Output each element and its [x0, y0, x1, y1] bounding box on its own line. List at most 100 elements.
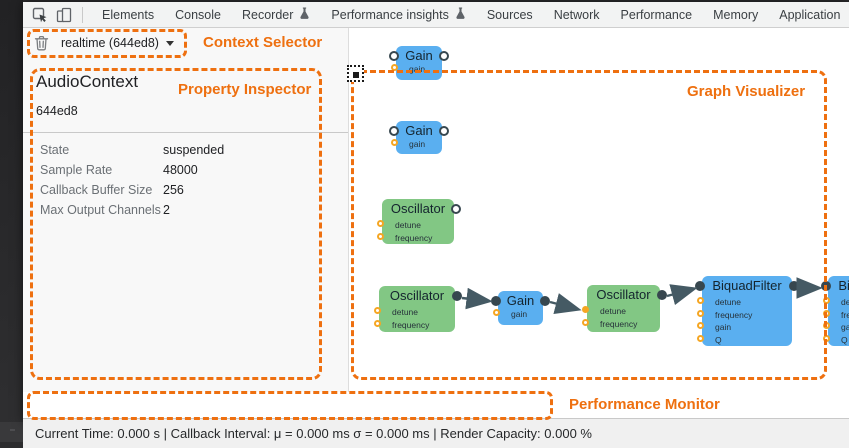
- node-param-row: frequency: [823, 309, 849, 322]
- output-port-icon: [789, 281, 799, 291]
- param-port-icon: [697, 297, 704, 304]
- output-port-icon: [439, 51, 449, 61]
- param-port-icon: [697, 334, 704, 342]
- node-param-row: gain: [391, 63, 442, 76]
- node-param-row: frequency: [377, 232, 454, 245]
- param-port-icon: [823, 334, 830, 342]
- param-port-icon: [582, 318, 589, 326]
- param-port-icon: [377, 232, 384, 240]
- node-param-row: gain: [823, 321, 849, 334]
- output-port-icon: [657, 290, 667, 300]
- tab-label: Sources: [486, 7, 533, 22]
- annotation-label-property-inspector: Property Inspector: [178, 81, 312, 98]
- property-inspector-pane: realtime (644ed8) AudioContext 644ed8 St…: [23, 28, 349, 392]
- tab-sources[interactable]: Sources: [487, 8, 533, 22]
- param-port-icon: [823, 309, 830, 317]
- output-port-icon: [452, 291, 462, 301]
- tab-performance[interactable]: Performance: [621, 8, 693, 22]
- property-value: 256: [163, 183, 184, 197]
- node-param-row: detune: [377, 219, 454, 232]
- param-name: gain: [511, 309, 528, 319]
- node-param-row: frequency: [374, 319, 455, 332]
- tab-console[interactable]: Console: [175, 8, 221, 22]
- property-row: Callback Buffer Size 256: [40, 180, 342, 200]
- node-title: BiquadFilter: [838, 278, 849, 293]
- tab-recorder[interactable]: Recorder: [242, 7, 310, 22]
- param-name: detune: [715, 297, 741, 307]
- tab-elements[interactable]: Elements: [102, 8, 154, 22]
- input-port-icon: [389, 51, 399, 61]
- devtools-tab-bar: Elements Console Recorder Performance insig…: [23, 2, 849, 28]
- node-param-row: frequency: [697, 309, 792, 322]
- node-param-row: detune: [374, 306, 455, 319]
- node-param-row: frequency: [582, 318, 660, 331]
- node-param-row: gain: [697, 321, 792, 334]
- param-name: frequency: [600, 318, 638, 329]
- input-port-icon: [695, 281, 705, 291]
- param-name: gain: [715, 322, 732, 332]
- inspector-divider: [23, 132, 348, 133]
- property-value: 2: [163, 203, 170, 217]
- tab-label: Performance: [620, 7, 693, 22]
- audiocontext-title: AudioContext: [36, 72, 139, 91]
- input-port-icon: [389, 126, 399, 136]
- panel-tabs: Elements Console Recorder Performance insig…: [91, 7, 840, 22]
- graph-edge: [461, 287, 493, 310]
- node-param-row: gain: [391, 138, 442, 151]
- param-port-icon: [377, 220, 384, 227]
- param-name: detune: [395, 220, 421, 230]
- node-param-row: detune: [582, 305, 660, 318]
- inspect-element-icon[interactable]: [31, 6, 48, 23]
- tab-label: Network: [553, 7, 600, 22]
- node-title: Oscillator: [389, 288, 445, 303]
- node-title: Gain: [506, 293, 535, 308]
- param-name: gain: [409, 139, 426, 149]
- property-value: suspended: [163, 143, 225, 157]
- param-name: frequency: [841, 309, 849, 320]
- tab-label: Recorder: [241, 7, 294, 22]
- tab-performance-insights[interactable]: Performance insights: [331, 7, 465, 22]
- param-name: detune: [841, 297, 849, 307]
- param-name: Q: [841, 334, 848, 345]
- param-port-icon: [391, 64, 398, 71]
- tab-label: Console: [175, 7, 221, 22]
- performance-stats-text: Current Time: 0.000 s | Callback Interva…: [35, 426, 592, 441]
- tab-application[interactable]: Application: [779, 8, 840, 22]
- toolbar-divider: [82, 6, 83, 23]
- input-port-icon: [821, 281, 831, 291]
- param-port-icon: [823, 322, 830, 329]
- tab-label: Performance insights: [331, 7, 449, 22]
- tab-memory[interactable]: Memory: [713, 8, 758, 22]
- node-title: Gain: [405, 123, 433, 138]
- node-title: Oscillator: [596, 287, 651, 302]
- device-toolbar-icon[interactable]: [55, 6, 72, 23]
- param-name: frequency: [392, 319, 430, 330]
- devtools-window: Elements Console Recorder Performance insig…: [23, 2, 849, 448]
- param-port-icon: [374, 319, 381, 327]
- param-name: gain: [409, 64, 426, 74]
- performance-monitor-bar: Current Time: 0.000 s | Callback Interva…: [23, 418, 849, 448]
- annotation-label-performance-monitor: Performance Monitor: [569, 396, 720, 413]
- annotation-label-graph-visualizer: Graph Visualizer: [687, 83, 806, 100]
- context-toolbar: realtime (644ed8): [23, 28, 348, 58]
- param-port-icon: [582, 306, 589, 313]
- output-port-icon: [439, 126, 449, 136]
- trash-icon[interactable]: [32, 34, 50, 52]
- property-label: Sample Rate: [40, 163, 113, 177]
- property-label: Max Output Channels: [40, 203, 161, 217]
- context-selector-dropdown[interactable]: realtime (644ed8): [61, 36, 174, 50]
- property-label: Callback Buffer Size: [40, 183, 153, 197]
- tab-label: Application: [779, 7, 841, 22]
- param-port-icon: [493, 309, 500, 316]
- tab-network[interactable]: Network: [554, 8, 600, 22]
